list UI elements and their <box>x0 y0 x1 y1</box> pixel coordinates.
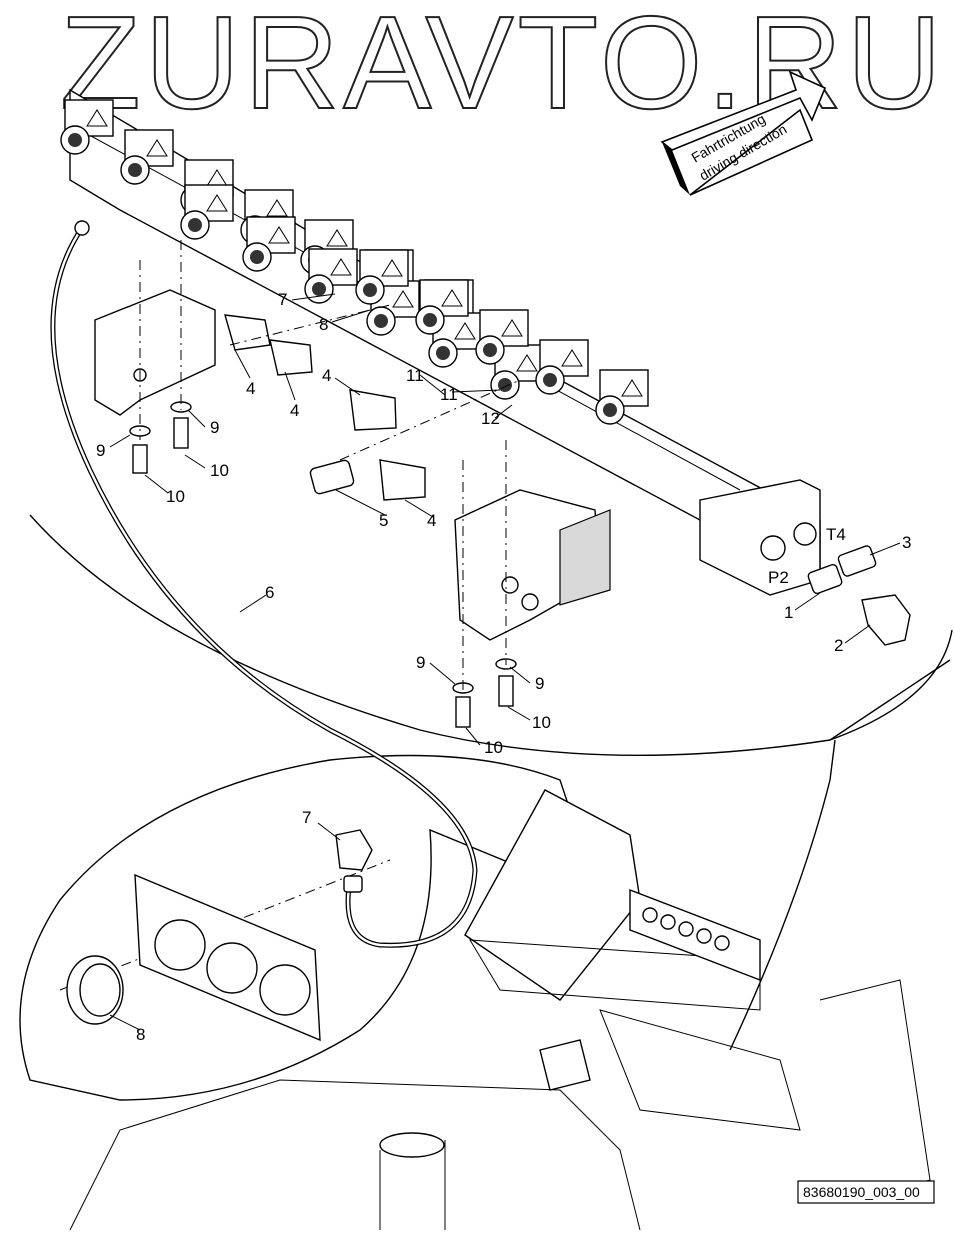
gauge-elbow-fitting <box>335 829 373 893</box>
warning-triangle-icon <box>206 194 228 212</box>
warning-triangle-icon <box>381 259 403 277</box>
callout-9-d: 9 <box>535 674 544 693</box>
callout-2: 2 <box>834 636 843 655</box>
screws-washers-lower <box>452 658 517 728</box>
solenoid-connector <box>68 133 82 147</box>
lower-detail-bubble <box>19 754 602 1101</box>
solenoid-connector <box>374 314 388 328</box>
warning-triangle-icon <box>330 258 352 276</box>
callout-4-a: 4 <box>246 379 255 398</box>
warning-triangle-icon <box>326 229 348 247</box>
warning-triangle-icon <box>86 109 108 127</box>
solenoid-connector <box>603 403 617 417</box>
solenoid-connector <box>363 283 377 297</box>
solenoid-connector <box>128 163 142 177</box>
port-p2-label: P2 <box>768 568 789 587</box>
callout-10-b: 10 <box>166 487 185 506</box>
warning-triangle-icon <box>441 289 463 307</box>
warning-triangle-icon <box>501 319 523 337</box>
solenoid-connector <box>483 343 497 357</box>
callout-9-a: 9 <box>96 441 105 460</box>
driving-direction-arrow: Fahrtrichtung driving direction <box>660 70 827 196</box>
document-id: 83680190_003_00 <box>803 1184 920 1200</box>
callout-10-d: 10 <box>484 738 503 757</box>
callout-7-lower: 7 <box>302 808 311 827</box>
gauge-panel <box>134 873 321 1042</box>
callout-10-c: 10 <box>532 713 551 732</box>
solenoid-connector <box>188 218 202 232</box>
callout-4-b: 4 <box>290 401 299 420</box>
fitting-1 <box>807 563 843 595</box>
callout-8-lower: 8 <box>136 1025 145 1044</box>
gauge-part-8 <box>66 955 124 1025</box>
callout-7-upper: 7 <box>278 290 287 309</box>
screws-washers-upper <box>129 401 192 474</box>
solenoid-connector <box>423 313 437 327</box>
solenoid-connector <box>312 282 326 296</box>
callout-9-c: 9 <box>416 653 425 672</box>
solenoid-connector <box>250 250 264 264</box>
callout-11-a: 11 <box>406 366 424 385</box>
bracket-left <box>94 289 216 416</box>
detail-leader <box>729 659 951 1051</box>
callout-leaders <box>109 293 901 1031</box>
callout-6: 6 <box>265 583 274 602</box>
hose-end-fitting <box>74 220 90 236</box>
solenoid-valve-body <box>308 248 358 286</box>
callout-8-upper: 8 <box>319 315 328 334</box>
fitting-5 <box>309 459 355 495</box>
warning-triangle-icon <box>268 226 290 244</box>
callout-9-b: 9 <box>210 418 219 437</box>
callout-4-c: 4 <box>322 366 331 385</box>
callout-4-d: 4 <box>427 511 436 530</box>
warning-triangle-icon <box>516 354 538 372</box>
solenoid-connector <box>436 346 450 360</box>
fitting-4-elbows <box>224 314 426 501</box>
warning-triangle-icon <box>146 139 168 157</box>
warning-triangle-icon <box>266 199 288 217</box>
fitting-3 <box>837 545 877 577</box>
dashboard-gauges-row <box>629 888 761 982</box>
callout-11-b: 11 <box>440 385 458 404</box>
callout-12: 12 <box>481 409 500 428</box>
callout-10-a: 10 <box>210 461 229 480</box>
callout-numbers: 7 8 4 4 4 11 11 12 9 9 10 10 5 4 6 1 2 3… <box>96 290 911 1044</box>
port-t4-label: T4 <box>826 525 846 544</box>
warning-triangle-icon <box>392 290 414 308</box>
upper-detail-outline <box>29 514 953 757</box>
hose-line-inner <box>51 227 477 947</box>
solenoid-connector <box>543 373 557 387</box>
fitting-2-elbow <box>861 594 911 646</box>
callout-1: 1 <box>784 603 793 622</box>
callout-5: 5 <box>379 511 388 530</box>
manifold-block <box>699 479 821 596</box>
warning-triangle-icon <box>454 322 476 340</box>
solenoid-valve-body <box>359 249 409 287</box>
document-id-box: 83680190_003_00 <box>797 1180 935 1204</box>
valve-block-assembly <box>60 88 821 591</box>
warning-triangle-icon <box>561 349 583 367</box>
callout-3: 3 <box>902 533 911 552</box>
bracket-right <box>454 489 611 641</box>
machine-frame <box>69 789 931 1231</box>
warning-triangle-icon <box>621 379 643 397</box>
